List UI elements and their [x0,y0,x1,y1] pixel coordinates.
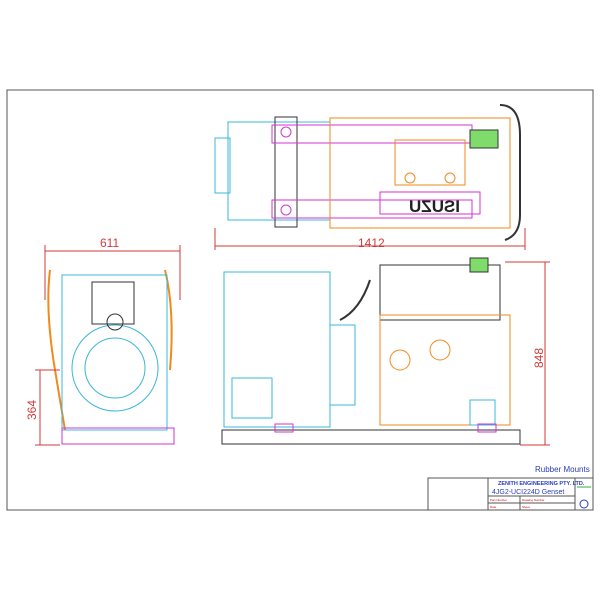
drawing-number-label: Drawing Number [522,498,545,502]
sheet-border [6,89,594,511]
company-name: ZENITH ENGINEERING PTY. LTD. [498,481,585,487]
frame-rail-bottom [271,199,473,219]
projection-symbol [579,499,589,509]
engine-block [379,314,511,426]
title-block: ZENITH ENGINEERING PTY. LTD. 4JG2-UCI224… [427,477,594,511]
side-view: 848 [221,257,550,446]
generator-side [223,271,331,428]
end-view: 611 364 [25,236,181,446]
generator-body [227,121,331,221]
date-label: Date [490,505,497,509]
sheet-label: Sheet [522,505,530,509]
rubber-mounts-note: Rubber Mounts [535,465,590,474]
mount-bracket [274,116,298,228]
drawing-title: 4JG2-UCI224D Genset [492,489,564,496]
green-component [469,129,499,149]
part-number-label: Part Number [490,498,507,502]
terminal-box [231,377,273,419]
dimension-611: 611 [100,236,119,250]
skid-base [221,429,521,445]
dimension-364: 364 [25,400,39,420]
generator-end-cap [214,137,231,194]
generator-end [61,274,168,431]
engine-brand-label: ISUZU [409,197,460,216]
top-view: ISUZU 1412 [214,104,526,250]
dimension-848: 848 [532,348,546,368]
dimension-1412: 1412 [358,236,385,250]
base-frame [61,427,175,445]
engine-body [329,117,511,229]
